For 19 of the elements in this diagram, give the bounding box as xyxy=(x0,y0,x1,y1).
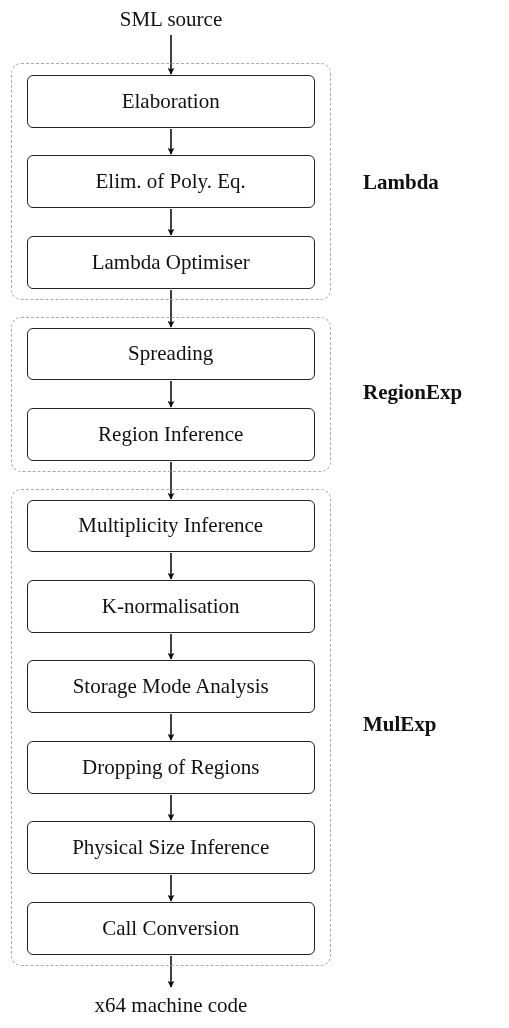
process-box: Storage Mode Analysis xyxy=(26,659,315,713)
process-box: K-normalisation xyxy=(26,579,315,633)
process-box: Physical Size Inference xyxy=(26,820,315,874)
stage-group-box xyxy=(11,63,331,300)
stage-label: MulExp xyxy=(363,712,437,737)
process-box: Spreading xyxy=(26,327,315,380)
process-box: Multiplicity Inference xyxy=(26,499,315,552)
terminal-text: SML source xyxy=(119,6,223,32)
stage-label: Lambda xyxy=(363,170,439,195)
terminal-text: x64 machine code xyxy=(94,992,248,1018)
process-box: Elaboration xyxy=(26,74,315,128)
process-box: Lambda Optimiser xyxy=(26,235,315,289)
stage-group-box xyxy=(11,489,331,966)
stage-label: RegionExp xyxy=(363,380,463,405)
process-box: Region Inference xyxy=(26,407,315,461)
process-box: Dropping of Regions xyxy=(26,740,315,794)
process-box: Elim. of Poly. Eq. xyxy=(26,154,315,208)
process-box: Call Conversion xyxy=(26,901,315,955)
stage-group-box xyxy=(11,317,331,472)
